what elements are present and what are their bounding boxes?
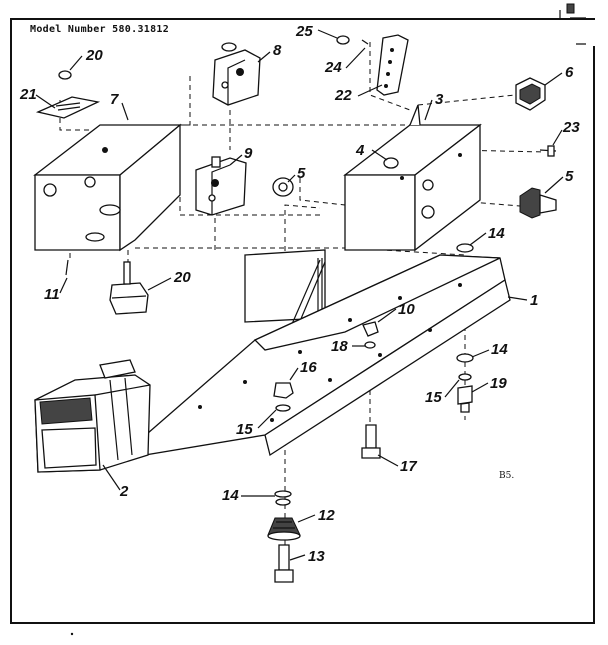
- callout-20-switch: 20: [173, 269, 191, 286]
- part-14-washer-right: [456, 353, 474, 363]
- callout-22: 22: [334, 87, 352, 104]
- part-6-cord-clamp: [515, 77, 546, 111]
- callout-23: 23: [562, 119, 580, 136]
- callout-14-top: 14: [488, 225, 505, 242]
- callout-20-top: 20: [85, 47, 103, 64]
- part-20-top-nut: [58, 70, 72, 80]
- speck-mark: [70, 632, 74, 636]
- part-21-nameplate: [35, 96, 101, 119]
- callout-13: 13: [308, 548, 325, 565]
- page-note: B5.: [499, 471, 515, 481]
- part-4-nut: [383, 157, 399, 169]
- part-18-washer: [364, 341, 376, 349]
- callout-21: 21: [19, 86, 37, 103]
- corner-mark-block: [566, 3, 575, 14]
- callout-15-right: 15: [425, 389, 442, 406]
- callout-19: 19: [490, 375, 507, 392]
- callout-24: 24: [324, 59, 342, 76]
- callouts: 20 21 7 8 25 24 22 3 6 23 4 9 5 5 14 1 1…: [19, 23, 580, 565]
- part-5-grommet: [272, 177, 294, 197]
- corner-mark: [559, 10, 586, 45]
- callout-9: 9: [244, 145, 253, 162]
- leader-lines: [35, 29, 564, 561]
- part-13-bolt: [274, 544, 294, 583]
- part-25-nut: [336, 35, 350, 45]
- callout-17: 17: [400, 458, 417, 475]
- callout-2: 2: [119, 483, 129, 500]
- part-15-lockwasher-right: [458, 373, 472, 381]
- callout-6: 6: [565, 64, 574, 81]
- part-7-left-box-bracket: [33, 123, 182, 252]
- part-5-strain-relief: [519, 187, 557, 219]
- callout-14-right: 14: [491, 341, 508, 358]
- callout-10: 10: [398, 301, 415, 318]
- callout-18: 18: [331, 338, 348, 355]
- diagram-frame-right-edge: [593, 46, 595, 624]
- part-2-transformer: [34, 359, 151, 473]
- part-22-terminal-strip: [376, 34, 409, 96]
- part-3-right-box: [343, 104, 482, 252]
- diagram-frame: [10, 18, 595, 624]
- part-14-washer-top: [456, 243, 474, 253]
- part-16-nut: [273, 382, 294, 399]
- callout-14-bottom: 14: [222, 487, 239, 504]
- part-10-nut: [362, 321, 379, 337]
- part-14-washer-bottom: [274, 490, 292, 506]
- part-9-switch-block: [195, 156, 247, 216]
- callout-1: 1: [530, 292, 538, 309]
- callout-3: 3: [435, 91, 444, 108]
- part-20-toggle-switch: [109, 261, 149, 315]
- callout-7: 7: [110, 91, 119, 108]
- part-1-main-rail: [139, 254, 511, 457]
- part-8-relay: [212, 42, 261, 106]
- part-17-bolt: [361, 424, 381, 459]
- callout-5-middle: 5: [297, 165, 306, 182]
- callout-15-left: 15: [236, 421, 253, 438]
- callout-4: 4: [355, 142, 365, 159]
- part-19-bolt: [457, 385, 473, 413]
- callout-8: 8: [273, 42, 282, 59]
- model-number-label: Model Number 580.31812: [30, 24, 170, 35]
- part-11-screw: [65, 259, 69, 276]
- part-24-screw: [361, 39, 369, 45]
- callout-12: 12: [318, 507, 335, 524]
- part-23-screw: [539, 145, 557, 157]
- part-15-lockwasher-left: [275, 404, 291, 412]
- callout-11: 11: [44, 286, 60, 303]
- callout-16: 16: [300, 359, 317, 376]
- callout-25: 25: [295, 23, 313, 40]
- part-12-rubber-foot: [267, 517, 301, 541]
- callout-5-right: 5: [565, 168, 574, 185]
